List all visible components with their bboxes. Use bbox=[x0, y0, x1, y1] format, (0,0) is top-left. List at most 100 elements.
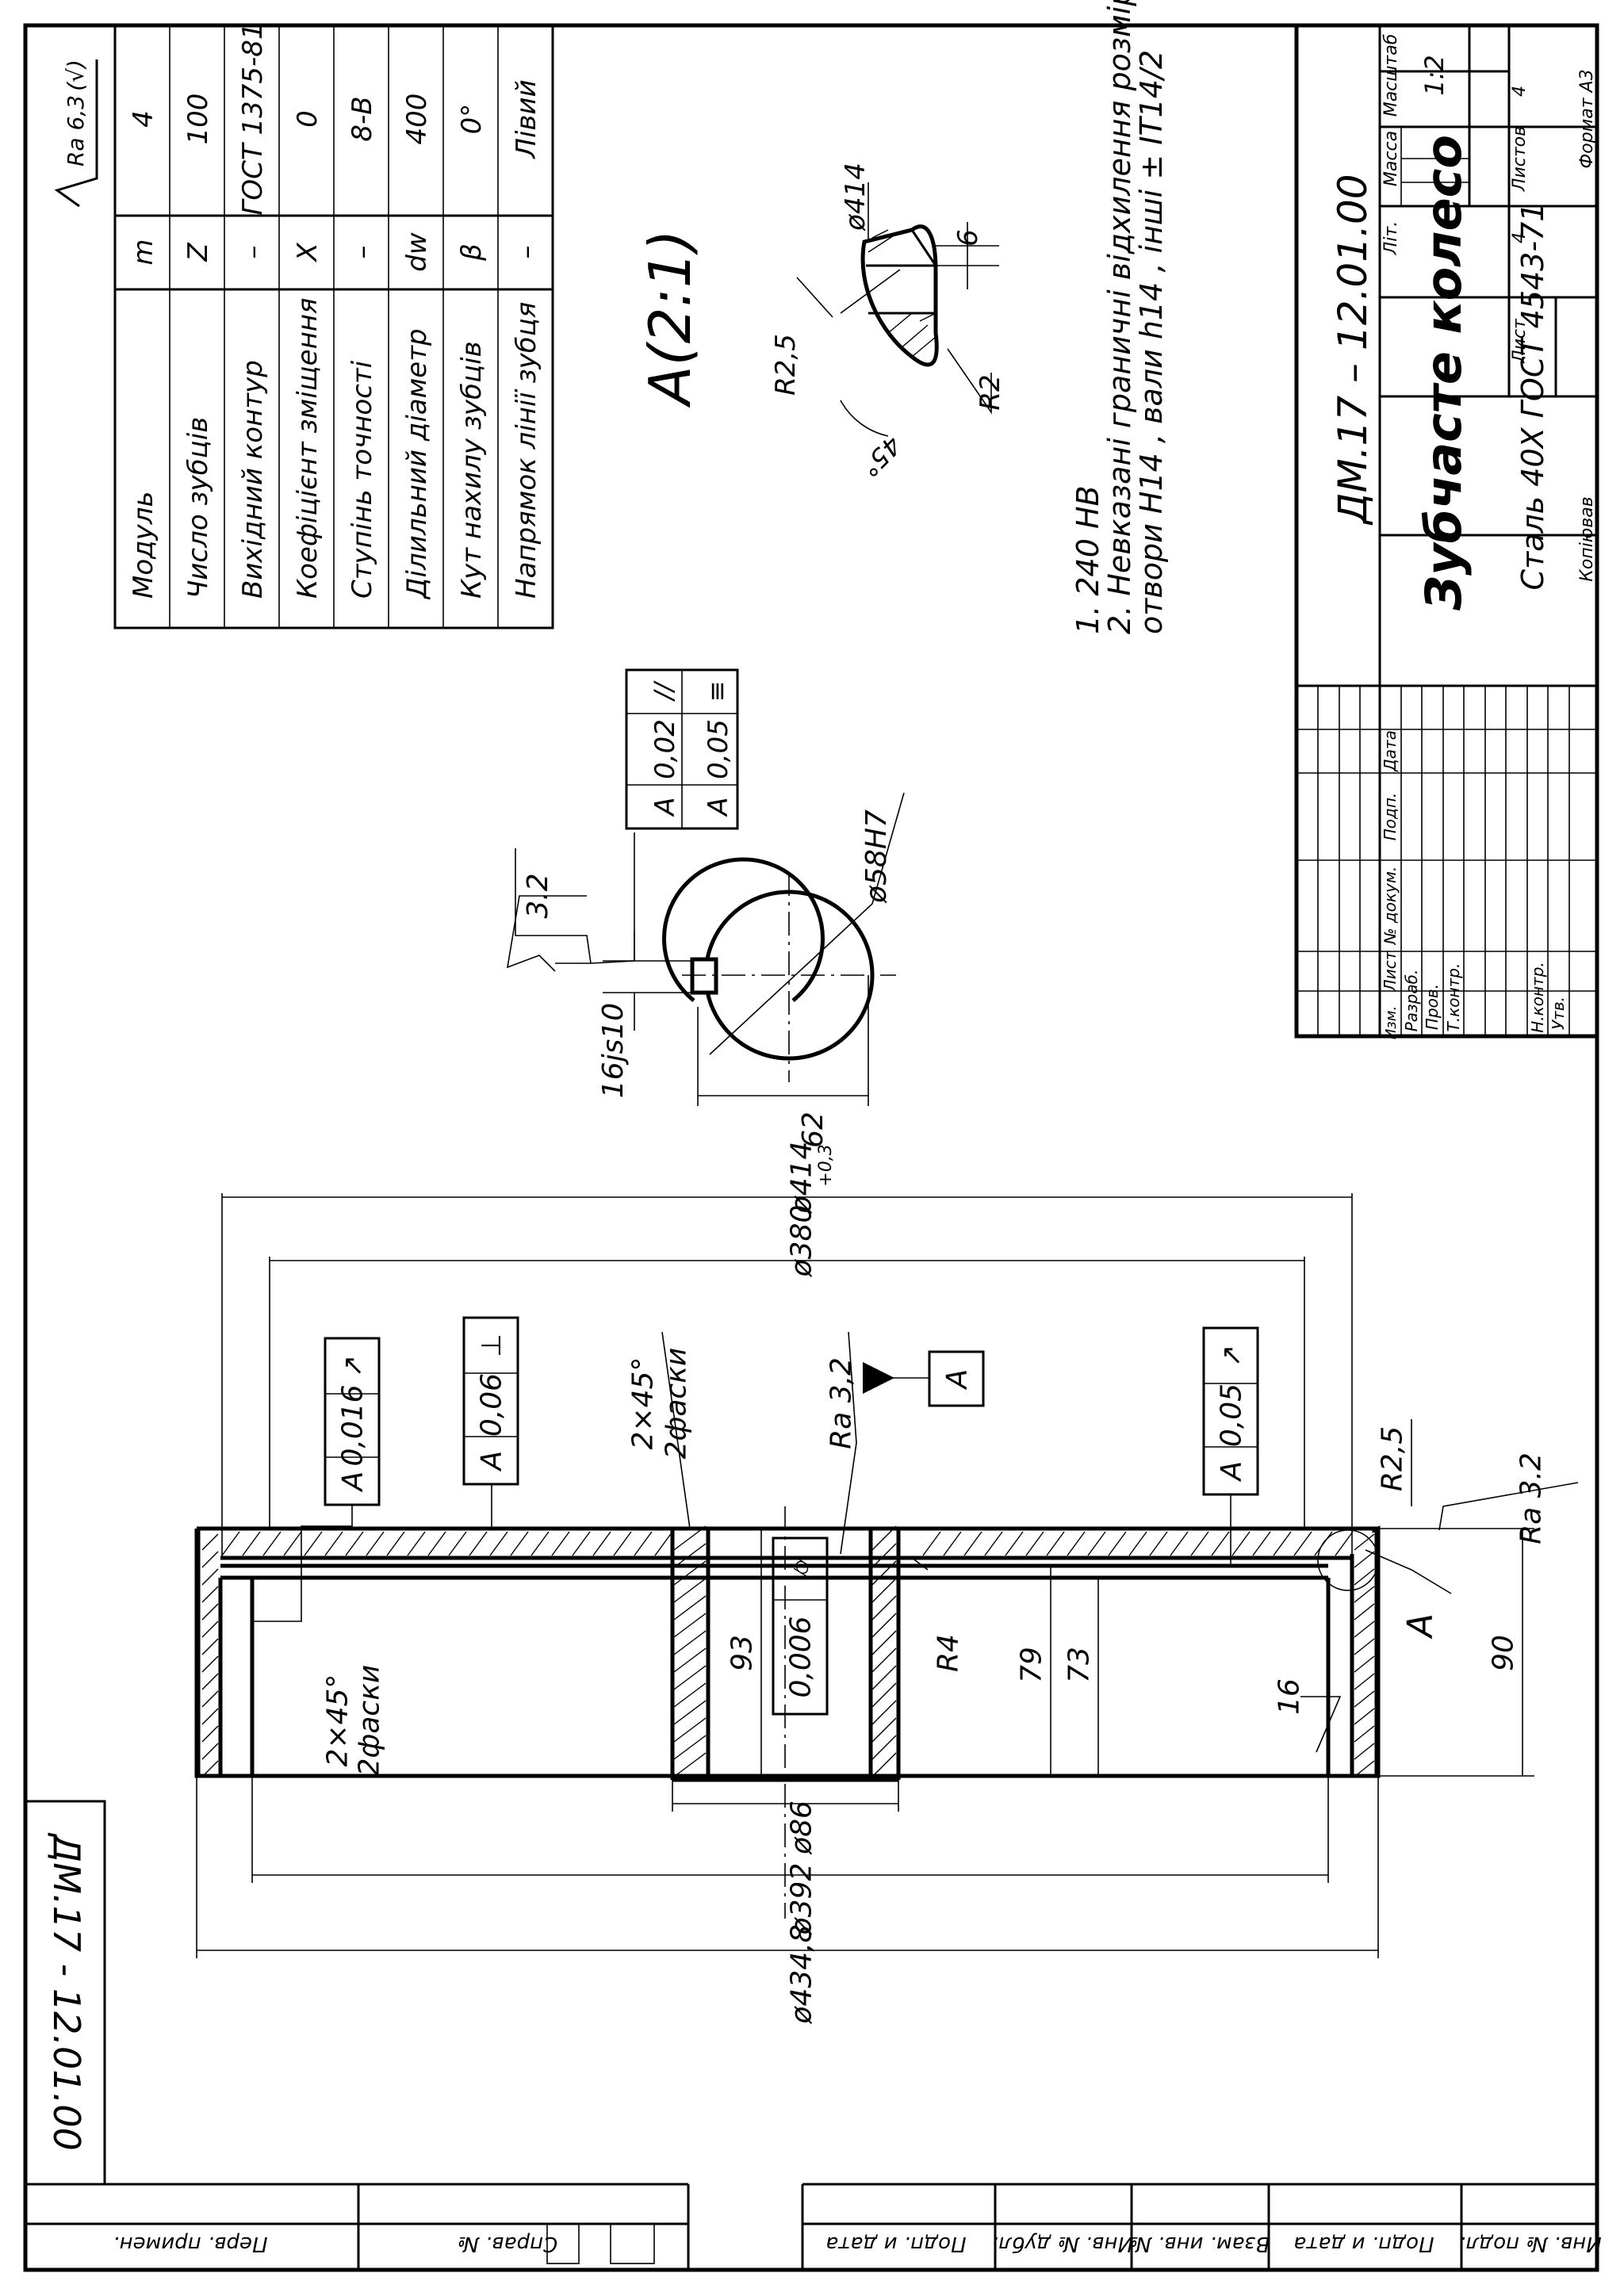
detail-six: 6 bbox=[952, 229, 984, 247]
note-line-2: 2. Невказані граничні відхилення розмірі… bbox=[1102, 0, 1137, 634]
label-inv-dup: Инв. № дубл. bbox=[992, 2232, 1133, 2256]
detail-a-view bbox=[796, 182, 999, 437]
param-symbol-2: – bbox=[237, 246, 269, 259]
margin-designation: ДМ.17 - 12.01.00 bbox=[45, 1832, 88, 2150]
label-list: Лист bbox=[1381, 950, 1400, 992]
dim-d86: ø86 bbox=[786, 1800, 818, 1855]
param-symbol-7: – bbox=[511, 246, 542, 259]
drawing-frame bbox=[23, 23, 1599, 2272]
main-dimension-lines bbox=[196, 1193, 1534, 1958]
param-name-5: Ділильний діаметр bbox=[401, 328, 433, 600]
label-sign: Подп. bbox=[1381, 793, 1400, 841]
keyway-depth: 62 bbox=[797, 1112, 829, 1148]
main-tol-symbol-0: ↗ bbox=[337, 1355, 369, 1378]
note-line-3: отвори H14 , вали h14 , інші ± IT14/2 bbox=[1134, 50, 1169, 634]
param-name-2: Вихідний контур bbox=[237, 360, 269, 599]
param-name-7: Напрямок лінії зубця bbox=[511, 302, 542, 599]
keyway-tol2-datum: A bbox=[703, 797, 734, 817]
label-sign-date-2: Подп. и дата bbox=[1293, 2232, 1434, 2256]
general-roughness-value: Ra 6,3 bbox=[63, 95, 89, 166]
dim-d414: ø414 bbox=[786, 1142, 818, 1215]
label-sheet: Лист bbox=[1510, 318, 1530, 364]
keyway-width: 16js10 bbox=[597, 1003, 630, 1098]
value-scale: 1:2 bbox=[1419, 55, 1450, 96]
keyway-tol2-symbol: ≡ bbox=[702, 681, 732, 702]
dim-chamfer2b: 2фаски bbox=[354, 1665, 386, 1777]
value-sheet: 4 bbox=[1510, 232, 1530, 243]
title-copied: Копіював bbox=[1577, 496, 1597, 582]
label-norm-control: Н.контр. bbox=[1528, 962, 1547, 1033]
title-block bbox=[1294, 23, 1599, 1039]
label-approved: Утв. bbox=[1549, 997, 1568, 1030]
main-tol-symbol-2: ↗ bbox=[1216, 1345, 1247, 1368]
keyway-tol1-symbol: // bbox=[649, 680, 679, 702]
param-symbol-0: m bbox=[128, 239, 159, 265]
param-name-3: Коефіцієнт зміщення bbox=[292, 298, 324, 599]
label-first-use: Перв. примен. bbox=[113, 2232, 267, 2256]
label-sign-date: Подп. и дата bbox=[825, 2232, 966, 2256]
param-value-3: 0 bbox=[292, 110, 324, 128]
param-symbol-4: – bbox=[347, 246, 378, 259]
dim-d93: 93 bbox=[726, 1635, 759, 1671]
param-value-4: 8-В bbox=[347, 96, 378, 141]
dim-chamfer1: 2×45° bbox=[627, 1357, 660, 1450]
param-symbol-1: Z bbox=[182, 243, 214, 262]
main-leaders bbox=[661, 1331, 1579, 1753]
keyway-depth-tol: +0,3 bbox=[816, 1144, 836, 1186]
main-tol-datum-1: A bbox=[476, 1451, 508, 1472]
dim-d73: 73 bbox=[1063, 1647, 1096, 1683]
keyway-tol1-datum: A bbox=[649, 797, 681, 817]
label-checked: Пров. bbox=[1423, 984, 1442, 1030]
dim-d16: 16 bbox=[1274, 1678, 1306, 1715]
param-symbol-5: dw bbox=[401, 232, 433, 272]
label-vzam-inv: Взам. инв. № bbox=[1130, 2232, 1270, 2256]
label-tech-control: Т.контр. bbox=[1444, 963, 1463, 1032]
main-tolerance-frames bbox=[252, 1316, 1259, 1716]
label-mass: Масса bbox=[1381, 131, 1401, 186]
param-value-7: Лівий bbox=[511, 79, 542, 159]
title-format: Формат А3 bbox=[1577, 69, 1597, 168]
detail-d414: ø414 bbox=[840, 163, 871, 232]
main-tol-symbol-1: ⊥ bbox=[476, 1334, 508, 1357]
param-name-1: Число зубців bbox=[182, 417, 214, 599]
param-name-0: Модуль bbox=[128, 491, 159, 599]
label-sheets: Листов bbox=[1510, 126, 1530, 192]
label-change: Изм. bbox=[1383, 1006, 1400, 1039]
general-roughness bbox=[54, 59, 98, 208]
dim-d90: 90 bbox=[1488, 1635, 1520, 1671]
title-designation: ДМ.17 – 12.01.00 bbox=[1330, 174, 1376, 525]
param-name-4: Ступінь точності bbox=[347, 360, 378, 599]
dim-chamfer1b: 2фаски bbox=[661, 1348, 693, 1460]
dim-chamfer2: 2×45° bbox=[322, 1674, 354, 1767]
param-symbol-6: β bbox=[456, 243, 488, 262]
label-inv-orig: Инв. № подл. bbox=[1459, 2232, 1601, 2256]
main-tol-value-0: 0,016 bbox=[337, 1384, 370, 1466]
param-value-1: 100 bbox=[182, 94, 214, 145]
dim-d392: ø392 bbox=[786, 1863, 818, 1936]
keyway-tol2-value: 0,05 bbox=[703, 719, 734, 779]
label-date: Дата bbox=[1381, 730, 1400, 772]
keyway-roughness: 3.2 bbox=[522, 873, 554, 918]
param-value-6: 0° bbox=[456, 104, 488, 135]
keyway-view bbox=[506, 668, 905, 1106]
detail-r25: R2,5 bbox=[770, 334, 802, 396]
param-value-0: 4 bbox=[128, 110, 159, 128]
param-value-5: 400 bbox=[401, 94, 433, 145]
main-tol-datum-0: A bbox=[337, 1471, 370, 1493]
web-hatching bbox=[201, 1525, 1375, 1777]
dim-ra-hub: Ra 3,2 bbox=[825, 1357, 858, 1449]
binding-strip bbox=[24, 2183, 1597, 2270]
detail-title: A(2:1) bbox=[637, 229, 703, 408]
label-doc-no: № докум. bbox=[1381, 867, 1400, 946]
main-tol-symbol-3: ⌭ bbox=[785, 1556, 817, 1578]
param-symbol-3: X bbox=[292, 243, 324, 263]
dim-d380: ø380 bbox=[786, 1205, 818, 1278]
label-developed: Разраб. bbox=[1402, 970, 1421, 1032]
title-part-name: Зубчасте колесо bbox=[1415, 135, 1473, 611]
note-line-1: 1. 240 HB bbox=[1071, 485, 1105, 634]
main-tol-value-2: 0,05 bbox=[1216, 1383, 1248, 1447]
dim-section-mark: A bbox=[1400, 1613, 1440, 1640]
parameters-table bbox=[113, 24, 554, 629]
margin-designation-box bbox=[24, 1800, 106, 2186]
